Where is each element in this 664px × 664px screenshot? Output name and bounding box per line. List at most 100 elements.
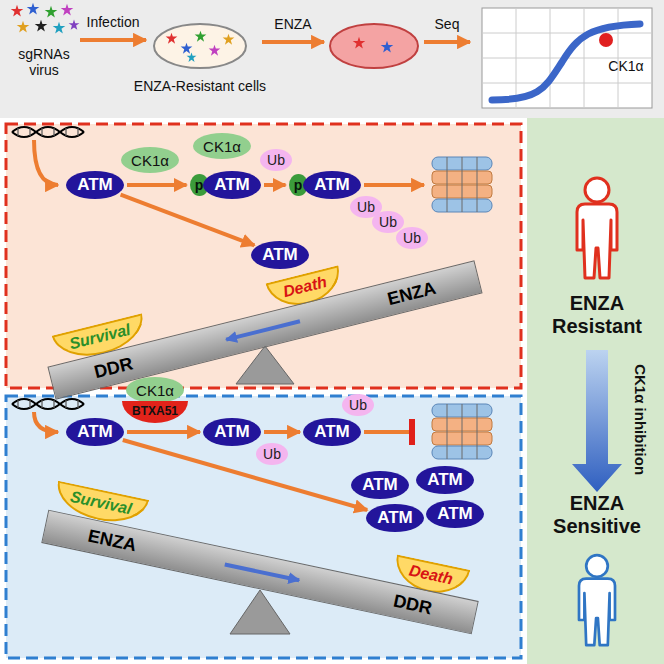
virus-star	[45, 6, 58, 18]
blocked-arrow	[364, 430, 410, 434]
ubiquitin-oval: Ub	[256, 443, 288, 465]
node-text: Ub	[349, 397, 367, 413]
protein-oval: ATM	[66, 171, 124, 199]
node-text: DDR	[92, 353, 135, 383]
person-head	[585, 178, 609, 202]
dna-helix	[12, 127, 84, 137]
protein-oval: ATM	[203, 418, 261, 446]
node-text: CK1α	[136, 382, 174, 399]
label-text: Infection	[87, 14, 140, 30]
culture-dish	[154, 24, 246, 68]
dna-strand	[12, 399, 84, 409]
node-text: Ub	[357, 199, 375, 215]
step-arrow	[424, 40, 470, 44]
dish-cells	[166, 31, 235, 62]
label-text: CK1α	[608, 58, 643, 74]
cell-star	[209, 45, 221, 56]
pathway-arrow	[127, 183, 187, 187]
text-label: ENZA-Resistant cells	[134, 78, 266, 94]
node-text: p	[195, 177, 204, 193]
label-text: Seq	[435, 16, 460, 32]
label-text: ENZA	[274, 16, 311, 32]
node-text: ATM	[314, 175, 350, 195]
step-arrow	[80, 38, 146, 42]
cell-star	[353, 37, 366, 49]
cell-star	[187, 53, 197, 62]
protein-oval: ATM	[66, 418, 124, 446]
text-label: CK1α	[608, 58, 643, 74]
kinase-oval: CK1α	[193, 133, 251, 159]
virus-star	[27, 3, 40, 15]
cell-star	[181, 43, 193, 54]
proteasome	[432, 404, 492, 459]
label-text: ENZA Resistant	[552, 292, 642, 337]
node-text: ENZA	[86, 525, 138, 556]
balance-arrow	[219, 554, 311, 592]
node-text: ATM	[214, 175, 250, 195]
node-text: ATM	[437, 504, 473, 524]
treatment-arrow	[572, 350, 622, 492]
node-text: ATM	[427, 470, 463, 490]
cell-star	[195, 31, 207, 42]
balance-arrow	[214, 311, 306, 352]
text-label: ENZA	[274, 16, 311, 32]
inhibitor-shape: BTXA51	[122, 401, 188, 423]
node-text: ATM	[314, 422, 350, 442]
pathway-arrow	[123, 440, 367, 510]
dna-rungs	[18, 128, 78, 136]
balance-arrow-line	[225, 565, 299, 581]
node-text: p	[294, 177, 303, 193]
pathway-arrow	[121, 195, 255, 246]
balance-arrow-line	[226, 321, 300, 339]
node-text: DDR	[391, 590, 434, 619]
proteasome-subunits	[447, 404, 477, 459]
node-text: Ub	[267, 152, 285, 168]
label-text: CK1α inhibition	[632, 365, 649, 476]
protein-oval: ATM	[251, 241, 309, 269]
node-text: CK1α	[131, 152, 169, 169]
person-body	[577, 204, 617, 278]
protein-oval: ATM	[426, 500, 484, 528]
person-body	[579, 579, 615, 646]
text-label: sgRNAs virus	[13, 46, 75, 78]
dna-strand	[12, 127, 84, 137]
ubiquitin-oval: Ub	[342, 394, 374, 416]
text-label: Infection	[87, 14, 140, 30]
expression-arrow	[34, 140, 58, 185]
node-text: ATM	[214, 422, 250, 442]
node-text: Ub	[379, 214, 397, 230]
hit-dot	[599, 33, 613, 47]
sgrna-virus-stars	[11, 3, 80, 34]
dna-strand	[12, 399, 84, 409]
kinase-oval: CK1α	[121, 147, 179, 173]
text-label: Seq	[435, 16, 460, 32]
step-arrow	[262, 40, 324, 44]
virus-star	[61, 4, 74, 16]
resistant-panel	[6, 124, 521, 388]
pathway-arrow	[264, 430, 300, 434]
text-label: CK1α inhibition	[631, 365, 648, 476]
plot-grid	[482, 8, 652, 108]
protein-oval: ATM	[351, 471, 409, 499]
dna-strand	[12, 127, 84, 137]
node-text: ATM	[77, 175, 113, 195]
label-text: ENZA-Resistant cells	[134, 78, 266, 94]
dna-rungs	[18, 400, 78, 408]
protein-oval: ATM	[416, 466, 474, 494]
person-head	[586, 555, 608, 577]
kinase-oval: CK1α	[126, 377, 184, 403]
virus-star	[53, 22, 66, 34]
dna-helix	[12, 399, 84, 409]
ubiquitin-oval: Ub	[396, 227, 428, 249]
virus-star	[11, 5, 24, 17]
protein-oval: ATM	[303, 418, 361, 446]
inhibition-bar	[409, 419, 415, 445]
degradation-arrow	[364, 183, 424, 187]
text-label: ENZA Sensitive	[537, 492, 657, 538]
node-text: ENZA	[385, 277, 438, 309]
expression-arrow	[34, 412, 58, 432]
protein-oval: ATM	[366, 504, 424, 532]
virus-star	[69, 20, 80, 30]
node-text: Survival	[68, 488, 133, 519]
cell-star	[166, 33, 178, 44]
